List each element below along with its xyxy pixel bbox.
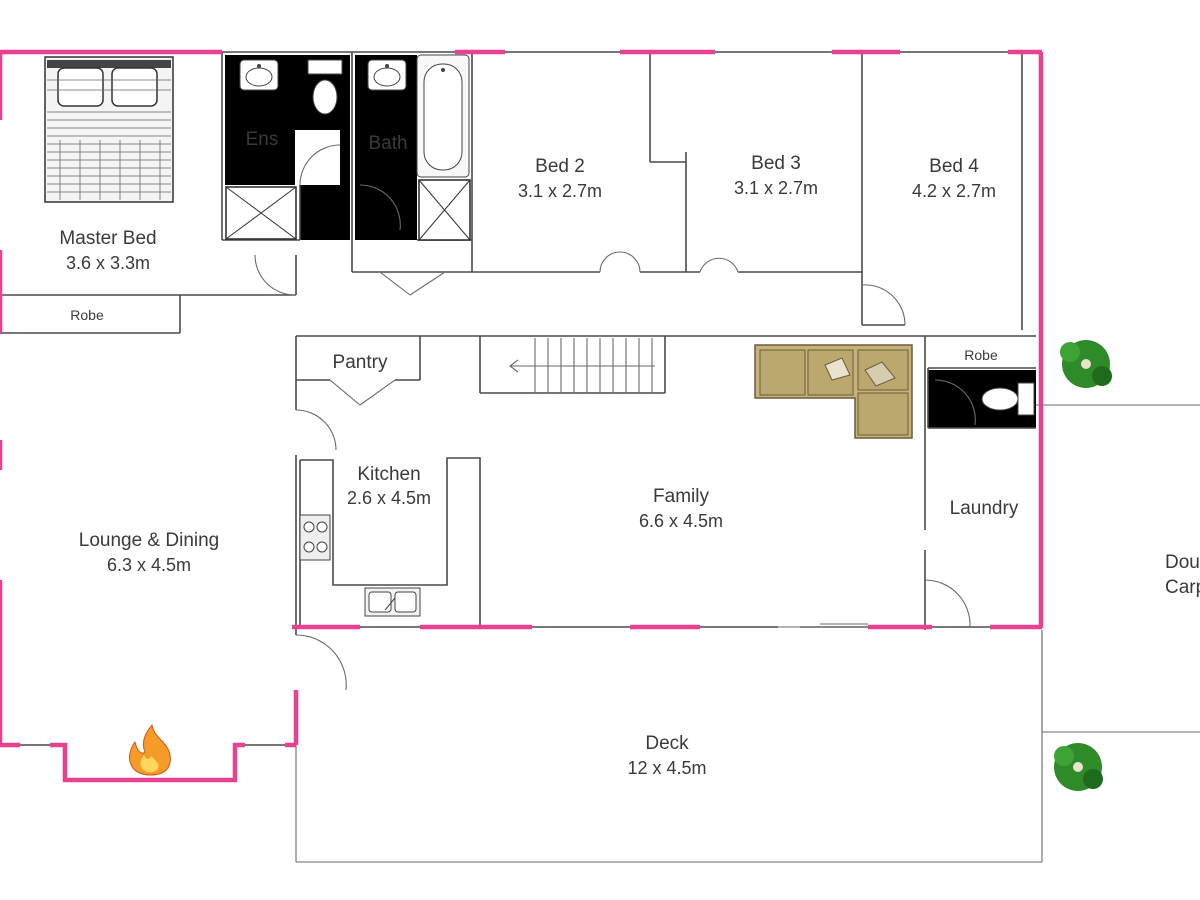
bed3-door — [699, 257, 739, 273]
linen-door-right — [409, 271, 446, 296]
carport-label-line1: Dou — [1165, 552, 1200, 573]
deck-size: 12 x 4.5m — [627, 758, 706, 778]
lounge-dining-label: Lounge & Dining — [79, 530, 220, 551]
deck-label: Deck — [645, 733, 689, 754]
bed-icon — [44, 56, 174, 203]
lounge-dining-size: 6.3 x 4.5m — [107, 555, 191, 575]
bed2-size: 3.1 x 2.7m — [518, 181, 602, 201]
bath-sink-icon — [367, 59, 407, 91]
laundry-label: Laundry — [950, 498, 1019, 519]
ensuite-label: Ens — [246, 129, 279, 150]
deck-outline — [295, 404, 1200, 863]
family-label: Family — [653, 486, 709, 507]
ensuite-sink-icon — [239, 59, 279, 91]
pantry-door-left — [329, 379, 361, 406]
bath-lower-floor — [355, 180, 417, 240]
bed4-door — [861, 284, 906, 326]
bathtub-icon — [416, 54, 470, 178]
carport-label-line2: Carp — [1165, 577, 1200, 598]
master-robe-label: Robe — [70, 307, 104, 323]
family-size: 6.6 x 4.5m — [639, 511, 723, 531]
bed2-door — [599, 251, 641, 273]
fire-icon — [129, 723, 171, 776]
kitchen-size: 2.6 x 4.5m — [347, 488, 431, 508]
ensuite-door — [299, 144, 341, 186]
stairs-icon — [509, 338, 655, 393]
bed3-label: Bed 3 — [751, 153, 801, 174]
laundry-door — [924, 579, 971, 628]
bed2-label: Bed 2 — [535, 156, 585, 177]
bed3-size: 3.1 x 2.7m — [734, 178, 818, 198]
room-labels: Master Bed 3.6 x 3.3m Robe Ens Bath Bed … — [59, 129, 1200, 778]
bed4-size: 4.2 x 2.7m — [912, 181, 996, 201]
pantry-label: Pantry — [333, 352, 388, 373]
doors — [254, 144, 976, 691]
master-bed-size: 3.6 x 3.3m — [66, 253, 150, 273]
sink-icon — [364, 587, 421, 617]
tree-icon — [1060, 340, 1112, 388]
bed4-label: Bed 4 — [929, 156, 979, 177]
cooktop-icon — [299, 514, 331, 561]
exterior-walls — [0, 49, 1044, 783]
ensuite-shower-icon — [225, 186, 297, 240]
linen-door-left — [379, 271, 411, 296]
pantry-door-right — [359, 379, 396, 406]
master-door — [254, 254, 297, 296]
bath-floor — [355, 120, 417, 180]
bath-door — [359, 184, 401, 231]
lounge-deck-door — [295, 634, 347, 691]
bath-shower-icon — [418, 179, 471, 241]
kitchen-label: Kitchen — [357, 464, 420, 485]
ensuite-toilet-icon — [307, 59, 343, 115]
bath-label: Bath — [368, 133, 407, 154]
master-bed-label: Master Bed — [59, 228, 156, 249]
sofa-icon — [754, 344, 913, 439]
kitchen-side-door — [295, 409, 337, 451]
toilet-icon — [981, 382, 1035, 416]
laundry-robe-label: Robe — [964, 347, 998, 363]
toilet-door — [934, 379, 976, 426]
tree-icon-2 — [1054, 743, 1103, 791]
